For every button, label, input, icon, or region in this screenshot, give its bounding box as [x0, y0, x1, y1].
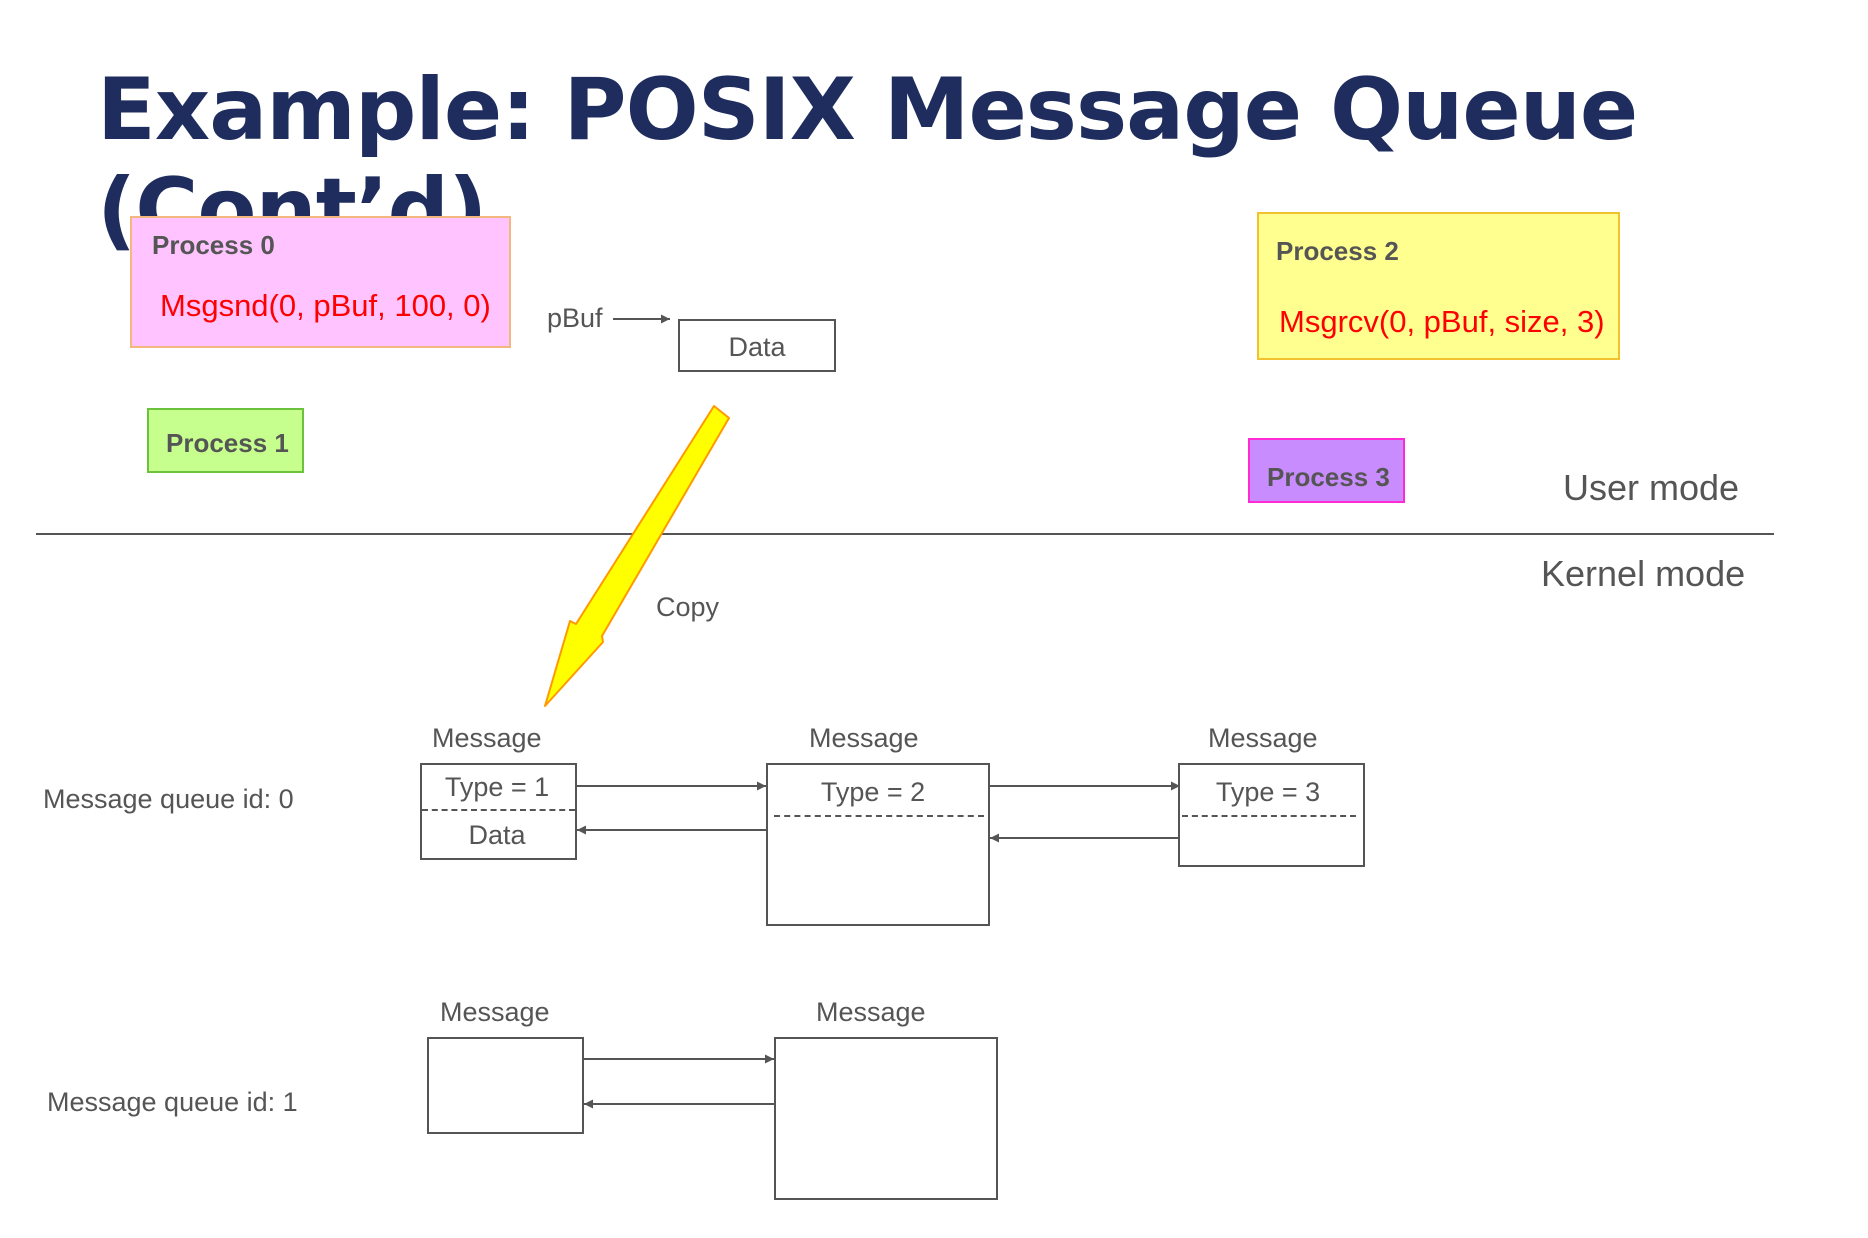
process-2-label: Process 2: [1276, 236, 1399, 266]
process-2-call: Msgrcv(0, pBuf, size, 3): [1279, 304, 1605, 339]
q0-message-2-separator: [774, 815, 984, 817]
q1-message-2: [774, 1037, 998, 1200]
slide-title: Example: POSIX Message Queue (Cont’d): [97, 60, 1638, 260]
user-mode-label: User mode: [1563, 467, 1740, 508]
q0-message-2-header: Message: [809, 723, 919, 753]
q0-message-3: Type = 3: [1178, 763, 1365, 867]
process-3-box: Process 3: [1248, 438, 1405, 503]
q0-message-3-separator: [1182, 815, 1356, 817]
q0-message-3-header: Message: [1208, 723, 1318, 753]
q0-message-1: Type = 1 Data: [420, 763, 577, 860]
process-2-box: Process 2 Msgrcv(0, pBuf, size, 3): [1257, 212, 1620, 360]
user-data-label: Data: [728, 332, 786, 362]
q1-message-1: [427, 1037, 584, 1134]
kernel-mode-label: Kernel mode: [1541, 553, 1746, 594]
q0-message-3-type: Type = 3: [1215, 777, 1321, 807]
q0-message-1-header: Message: [432, 723, 542, 753]
pbuf-label: pBuf: [547, 303, 603, 333]
process-0-call: Msgsnd(0, pBuf, 100, 0): [160, 288, 491, 323]
q0-message-1-type: Type = 1: [444, 772, 550, 802]
queue-0-label: Message queue id: 0: [43, 784, 294, 814]
process-3-label: Process 3: [1267, 462, 1390, 492]
q0-message-1-separator: [422, 809, 575, 811]
q1-message-2-header: Message: [816, 997, 926, 1027]
process-1-label: Process 1: [166, 428, 289, 458]
q0-message-2: Type = 2: [766, 763, 990, 926]
user-data-box: Data: [678, 319, 836, 372]
q0-message-1-data: Data: [468, 820, 526, 850]
copy-arrow: [544, 405, 730, 707]
process-0-label: Process 0: [152, 230, 275, 260]
queue-1-label: Message queue id: 1: [47, 1087, 298, 1117]
q0-message-2-type: Type = 2: [820, 777, 926, 807]
process-1-box: Process 1: [147, 408, 304, 473]
copy-label: Copy: [656, 592, 720, 622]
q1-message-1-header: Message: [440, 997, 550, 1027]
process-0-box: Process 0 Msgsnd(0, pBuf, 100, 0): [130, 216, 511, 348]
